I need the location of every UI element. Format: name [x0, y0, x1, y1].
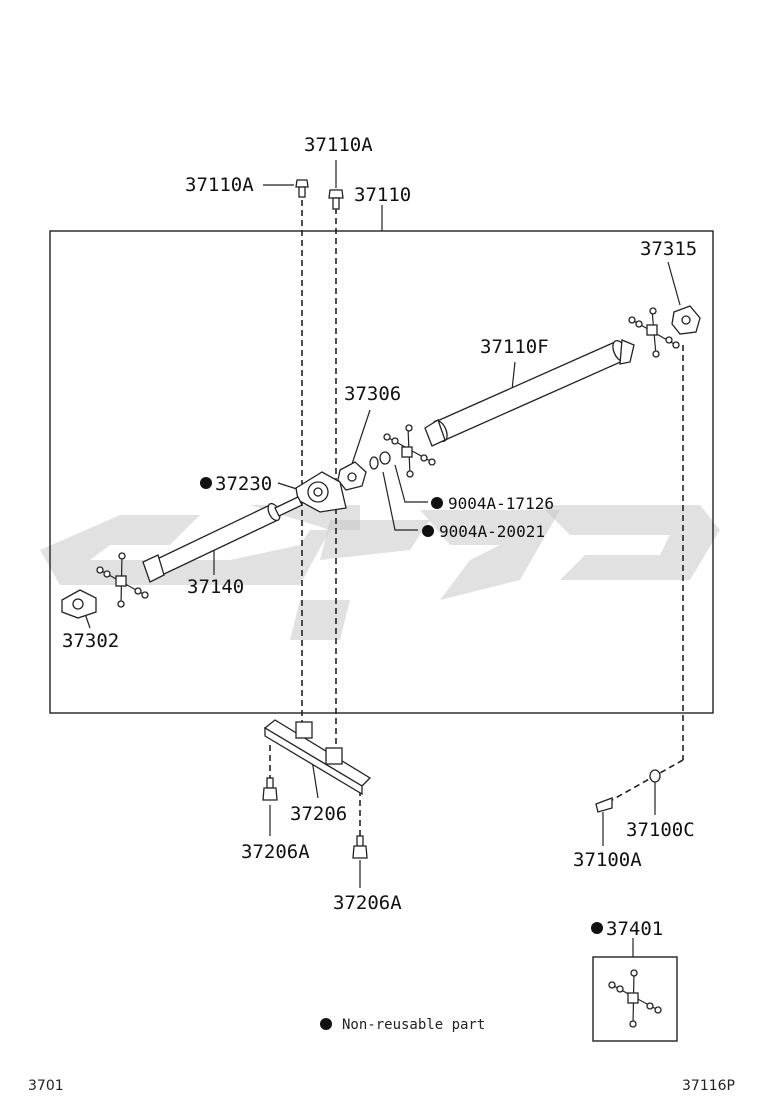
washer-9004A-20021-icon — [369, 456, 379, 470]
label-37306: 37306 — [344, 383, 401, 405]
bolt-37100A-icon — [595, 797, 613, 813]
non-reusable-dot-20021-icon — [422, 525, 434, 537]
washer-37100C-icon — [649, 769, 661, 783]
bolt-37110A-top-icon — [328, 189, 344, 210]
label-37110A-left: 37110A — [185, 174, 254, 196]
label-37100A: 37100A — [573, 849, 642, 871]
kit-37401-box — [592, 956, 678, 1042]
rear-universal-joint-icon — [628, 307, 680, 358]
center-bearing-37230-icon — [295, 471, 347, 513]
label-37206: 37206 — [290, 803, 347, 825]
flange-yoke-37306-icon — [337, 461, 367, 491]
label-37100C: 37100C — [626, 819, 695, 841]
front-shaft-37140 — [142, 496, 303, 583]
label-37206A-bottom: 37206A — [333, 892, 402, 914]
crossmember-37206-icon — [263, 719, 372, 796]
label-37110: 37110 — [354, 184, 411, 206]
label-37110A-top: 37110A — [304, 134, 373, 156]
label-37230: 37230 — [215, 473, 272, 495]
label-37315: 37315 — [640, 238, 697, 260]
bolt-37206A-bottom-icon — [352, 835, 368, 859]
label-37401: 37401 — [606, 918, 663, 940]
non-reusable-dot-17126-icon — [431, 497, 443, 509]
flange-37302-icon — [61, 589, 97, 619]
label-9004A-17126: 9004A-17126 — [448, 494, 554, 513]
front-universal-joint-icon — [96, 552, 149, 608]
watermark-logo — [40, 505, 720, 640]
bolt-37110A-left-icon — [295, 179, 309, 198]
label-37140: 37140 — [187, 576, 244, 598]
rear-shaft-37110F — [424, 339, 635, 447]
label-9004A-20021: 9004A-20021 — [439, 522, 545, 541]
non-reusable-dot-37230-icon — [200, 477, 212, 489]
flange-37315-icon — [671, 305, 701, 335]
nut-9004A-17126-icon — [379, 451, 391, 465]
footer-right-code: 37116P — [682, 1078, 735, 1094]
bolt-37206A-left-icon — [262, 777, 278, 801]
label-37302: 37302 — [62, 630, 119, 652]
legend-text: Non-reusable part — [342, 1017, 485, 1033]
label-37206A-left: 37206A — [241, 841, 310, 863]
legend-dot-icon — [320, 1018, 332, 1030]
kit-37401-universal-joint-icon — [608, 969, 662, 1028]
footer-left-code: 3701 — [28, 1078, 64, 1094]
label-37110F: 37110F — [480, 336, 549, 358]
assembly-frame — [49, 230, 714, 714]
middle-universal-joint-icon — [383, 424, 436, 478]
non-reusable-dot-37401-icon — [591, 922, 603, 934]
